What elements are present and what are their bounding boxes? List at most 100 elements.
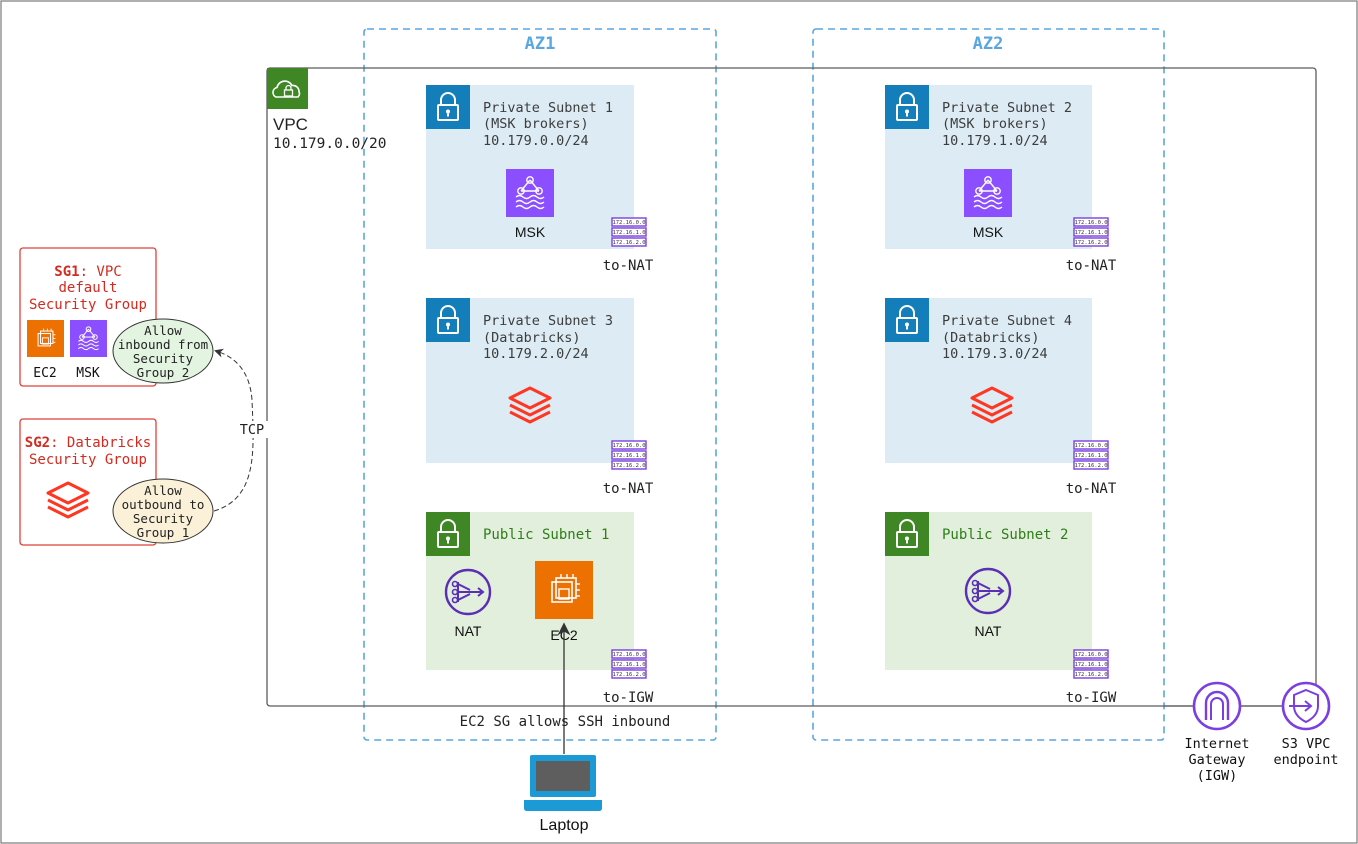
rule-line: Security (133, 511, 194, 526)
vpc-name: VPC (273, 115, 308, 134)
nat-label: NAT (975, 623, 1002, 639)
rule-line: inbound from (118, 337, 208, 352)
subnet-purpose: (Databricks) (483, 330, 581, 346)
vpc-badge (267, 68, 308, 109)
route-entry: 172.16.2.0 (612, 672, 645, 678)
route-entry: 172.16.0.0 (1074, 220, 1107, 226)
s3-label-line2: endpoint (1273, 752, 1338, 768)
ec2-icon (27, 320, 64, 357)
rule-line: Allow (144, 483, 182, 498)
az1-label: AZ1 (525, 34, 556, 54)
private-subnet-1: Private Subnet 1 (MSK brokers) 10.179.0.… (426, 85, 654, 274)
sg1-line3: Security Group (29, 297, 147, 313)
route-entry: 172.16.0.0 (1074, 443, 1107, 449)
private-subnet-3: Private Subnet 3 (Databricks) 10.179.2.0… (426, 298, 654, 497)
sg1-title: SG1: VPC (54, 264, 121, 280)
msk-label: MSK (76, 366, 100, 381)
subnet-cidr: 10.179.0.0/24 (483, 133, 589, 149)
subnet-name: Private Subnet 3 (483, 313, 613, 329)
laptop-icon (524, 755, 602, 811)
subnet-purpose: (MSK brokers) (483, 116, 589, 132)
service-label: MSK (515, 224, 546, 240)
rule-line: outbound to (122, 497, 205, 512)
ec2-icon (535, 561, 593, 619)
route-label: to-NAT (1066, 481, 1117, 497)
route-entry: 172.16.0.0 (612, 220, 645, 226)
route-entry: 172.16.0.0 (1074, 652, 1107, 658)
route-label: to-IGW (1066, 690, 1117, 706)
route-entry: 172.16.2.0 (1074, 672, 1107, 678)
tcp-label: TCP (240, 422, 264, 438)
subnet-cidr: 10.179.3.0/24 (942, 346, 1048, 362)
az2-zone: AZ2 (812, 28, 1165, 741)
route-entry: 172.16.1.0 (612, 230, 645, 236)
igw-label-line3: (IGW) (1197, 768, 1238, 784)
s3-label-line1: S3 VPC (1282, 736, 1331, 752)
private-subnet-4: Private Subnet 4 (Databricks) 10.179.3.0… (885, 298, 1117, 497)
route-entry: 172.16.0.0 (612, 443, 645, 449)
s3-endpoint-icon (1281, 681, 1331, 731)
subnet-purpose: (Databricks) (942, 330, 1040, 346)
sg2-line2: Security Group (29, 452, 147, 468)
route-entry: 172.16.1.0 (1074, 230, 1107, 236)
route-label: to-NAT (603, 481, 654, 497)
subnet-purpose: (MSK brokers) (942, 116, 1048, 132)
route-entry: 172.16.2.0 (612, 240, 645, 246)
subnet-name: Private Subnet 4 (942, 313, 1072, 329)
route-entry: 172.16.2.0 (1074, 240, 1107, 246)
vpc-container: VPC 10.179.0.0/20 (266, 67, 1317, 707)
rule-line: Group 2 (137, 365, 190, 380)
sg1-bold: SG1 (54, 264, 79, 280)
ec2-label: EC2 (33, 366, 56, 381)
route-entry: 172.16.1.0 (612, 662, 645, 668)
msk-icon (964, 169, 1012, 217)
sg1-line2: default (58, 280, 117, 296)
rule-line: Security (133, 351, 194, 366)
subnet-name: Public Subnet 2 (942, 527, 1068, 543)
security-group-1: SG1: VPC default Security Group EC2 MSK (19, 247, 157, 387)
sg2-rule-outbound: Allow outbound to Security Group 1 (112, 478, 214, 544)
private-subnet-2: Private Subnet 2 (MSK brokers) 10.179.1.… (885, 85, 1117, 274)
tcp-connector (213, 348, 254, 512)
igw-label-line1: Internet (1184, 736, 1249, 752)
route-entry: 172.16.2.0 (612, 463, 645, 469)
subnet-cidr: 10.179.2.0/24 (483, 346, 589, 362)
public-subnet-1: Public Subnet 1 NAT EC2 to-IGW 172.16.0.… (426, 512, 654, 706)
nat-label: NAT (455, 623, 482, 639)
route-entry: 172.16.1.0 (612, 453, 645, 459)
az2-label: AZ2 (973, 34, 1004, 54)
sg2-title: SG2: Databricks (25, 435, 151, 451)
rule-line: Group 1 (137, 525, 190, 540)
subnet-cidr: 10.179.1.0/24 (942, 133, 1048, 149)
sg2-title-rest: : Databricks (50, 435, 151, 451)
subnet-name: Public Subnet 1 (483, 527, 609, 543)
route-entry: 172.16.1.0 (1074, 662, 1107, 668)
msk-icon (506, 169, 554, 217)
route-entry: 172.16.0.0 (612, 652, 645, 658)
rule-line: Allow (144, 323, 182, 338)
sg2-bold: SG2 (25, 435, 50, 451)
route-entry: 172.16.2.0 (1074, 463, 1107, 469)
tcp-label-bg (236, 421, 268, 438)
subnet-name: Private Subnet 1 (483, 100, 613, 116)
internet-gateway-icon (1192, 681, 1242, 731)
public-subnet-2: Public Subnet 2 NAT to-IGW 172.16.0.0 172… (885, 512, 1117, 706)
route-entry: 172.16.1.0 (1074, 453, 1107, 459)
route-label: to-IGW (603, 690, 654, 706)
subnet-name: Private Subnet 2 (942, 100, 1072, 116)
igw-label-line2: Gateway (1189, 752, 1246, 768)
ssh-note: EC2 SG allows SSH inbound (460, 714, 671, 730)
az1-zone: AZ1 (363, 28, 717, 741)
msk-icon (70, 320, 107, 357)
sg1-rule-inbound: Allow inbound from Security Group 2 (112, 318, 214, 384)
service-label: MSK (973, 224, 1004, 240)
sg1-title-rest: : VPC (80, 264, 122, 280)
vpc-cidr: 10.179.0.0/20 (273, 136, 387, 152)
cloud-lock-icon (272, 80, 301, 98)
laptop-label: Laptop (540, 817, 589, 834)
route-label: to-NAT (1066, 258, 1117, 274)
route-label: to-NAT (603, 258, 654, 274)
